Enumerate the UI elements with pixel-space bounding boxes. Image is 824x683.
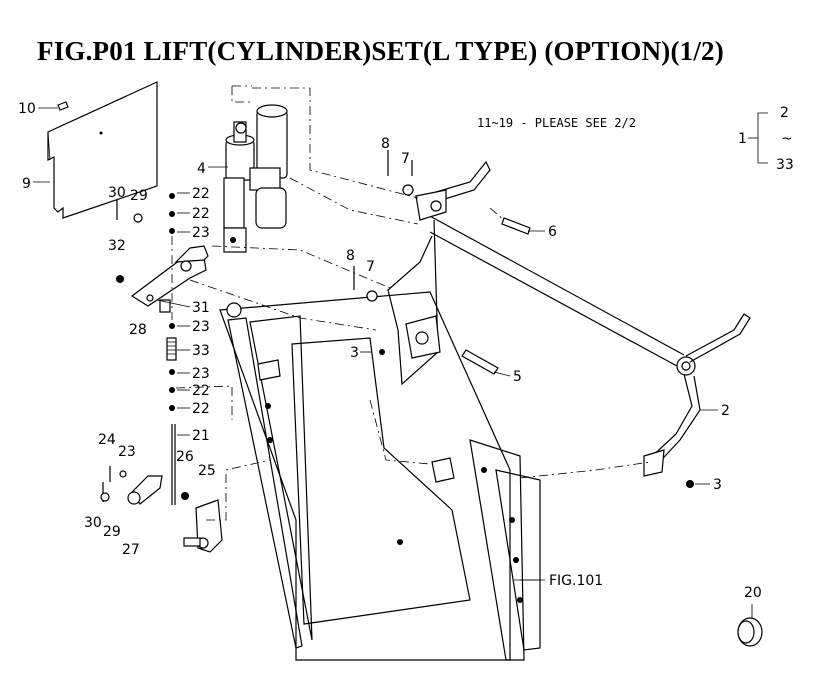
cap-part [737,604,763,647]
callout-23-d: 23 [118,444,136,460]
callout-9: 9 [22,176,31,192]
callout-3-lower: 3 [713,477,722,493]
callout-leaders [33,107,718,581]
callout-4: 4 [197,161,206,177]
assembly-lines [175,87,651,521]
callout-30-lower: 30 [84,515,102,531]
lift-shaft-part [427,214,751,488]
main-frame-part [219,291,541,661]
callout-23-c: 23 [192,366,210,382]
pin-parts [353,150,531,375]
lift-cylinder-part [223,85,288,253]
callout-33: 33 [192,343,210,359]
reference-figure-label: FIG.101 [549,573,603,589]
upper-pin-washer [116,200,143,223]
callout-22-d: 22 [192,401,210,417]
lower-linkage-parts [100,466,223,553]
spring-rod-stack [166,193,177,505]
callout-8-upper: 8 [381,136,390,152]
callout-24: 24 [98,432,116,448]
callout-3-upper: 3 [350,345,359,361]
callout-23-b: 23 [192,319,210,335]
bracket-top-number: 2 [780,105,789,121]
upper-bracket-assembly [379,160,491,386]
callout-7-lower: 7 [366,259,375,275]
callout-10: 10 [18,101,36,117]
callout-23-a: 23 [192,225,210,241]
figure-title: FIG.P01 LIFT(CYLINDER)SET(L TYPE) (OPTIO… [37,36,724,66]
callout-22-b: 22 [192,206,210,222]
callout-26: 26 [176,449,194,465]
callout-29-lower: 29 [103,524,121,540]
callout-numbers: 10 9 4 30 29 22 22 23 32 28 31 23 33 23 … [18,101,762,601]
callout-28: 28 [129,322,147,338]
callout-5: 5 [513,369,522,385]
callout-30-upper: 30 [108,185,126,201]
callout-2: 2 [721,403,730,419]
callout-27: 27 [122,542,140,558]
lever-bracket-part [116,245,209,313]
callout-20: 20 [744,585,762,601]
callout-32: 32 [108,238,126,254]
callout-8-lower: 8 [346,248,355,264]
callout-25: 25 [198,463,216,479]
callout-21: 21 [192,428,210,444]
callout-7-upper: 7 [401,151,410,167]
cover-plate-part [47,81,158,219]
assembly-bracket: 1 2 ~ 33 [738,105,794,173]
bracket-bottom-number: 33 [776,157,794,173]
bracket-main-number: 1 [738,131,747,147]
callout-22-c: 22 [192,383,210,399]
see-page-note: 11~19 - PLEASE SEE 2/2 [477,116,636,130]
callout-29-upper: 29 [130,188,148,204]
callout-31: 31 [192,300,210,316]
callout-6: 6 [548,224,557,240]
bracket-range-mark: ~ [781,131,793,147]
callout-22-a: 22 [192,186,210,202]
